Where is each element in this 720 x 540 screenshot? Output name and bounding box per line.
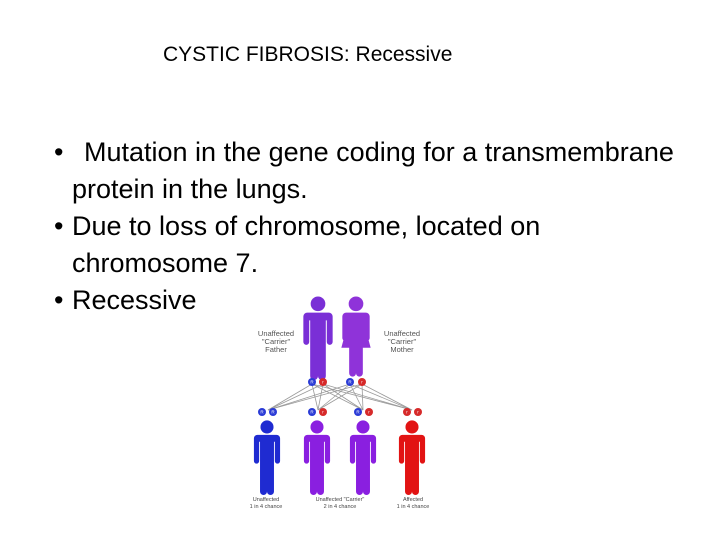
allele-label: r [406,410,408,415]
slide-title: CYSTIC FIBROSIS: Recessive [163,43,453,66]
bullet-item: • Mutation in the gene coding for a tran… [54,134,694,208]
inheritance-diagram: Unaffected "Carrier" Father Unaffected "… [232,292,442,517]
child-chance: 2 in 4 chance [324,504,357,510]
allele-label: R [348,380,352,385]
allele-marker [358,378,366,386]
affected-child-icon [398,420,426,495]
child-chance: 1 in 4 chance [250,504,283,510]
allele-marker [308,378,316,386]
father-label-line3: Father [265,345,287,354]
bullet-marker: • [54,285,64,315]
bullet-item: • Due to loss of chromosome, located on … [54,208,694,282]
allele-label: R [260,410,264,415]
child-label: Unaffected [253,497,280,503]
bullet-marker: • [54,211,64,241]
pedigree-figure: Unaffected "Carrier" Father Unaffected "… [250,296,430,510]
child-label: Unaffected "Carrier" [316,497,365,503]
carrier-child-icon [349,420,377,495]
allele-marker [365,408,373,416]
father-label-line1: Unaffected [258,329,294,338]
allele-label: R [310,410,314,415]
bullet-list: • Mutation in the gene coding for a tran… [54,134,694,319]
bullet-text: Mutation in the gene coding for a transm… [72,137,674,204]
allele-marker [354,408,362,416]
allele-label: R [271,410,275,415]
bullet-marker: • [54,137,64,167]
allele-marker [308,408,316,416]
allele-label: r [368,410,370,415]
allele-label: R [356,410,360,415]
bullet-item: • Recessive [54,282,694,319]
allele-marker [346,378,354,386]
mother-label-line2: "Carrier" [388,337,417,346]
allele-label: r [322,380,324,385]
allele-marker [403,408,411,416]
allele-marker [319,378,327,386]
carrier-child-icon [303,420,331,495]
bullet-text: Due to loss of chromosome, located on ch… [72,211,541,278]
mother-figure-icon [341,296,371,377]
mother-label-line1: Unaffected [384,329,420,338]
mother-label-line3: Mother [390,345,414,354]
allele-marker [414,408,422,416]
unaffected-child-icon [253,420,281,495]
allele-label: r [322,410,324,415]
father-label-line2: "Carrier" [262,337,291,346]
allele-marker [319,408,327,416]
allele-label: r [417,410,419,415]
allele-label: R [310,380,314,385]
allele-marker [258,408,266,416]
allele-label: r [361,380,363,385]
bullet-text: Recessive [72,285,197,315]
father-figure-icon [303,296,333,380]
cross-lines [267,383,413,411]
allele-marker [269,408,277,416]
child-label: Affected [403,497,423,503]
child-chance: 1 in 4 chance [397,504,430,510]
